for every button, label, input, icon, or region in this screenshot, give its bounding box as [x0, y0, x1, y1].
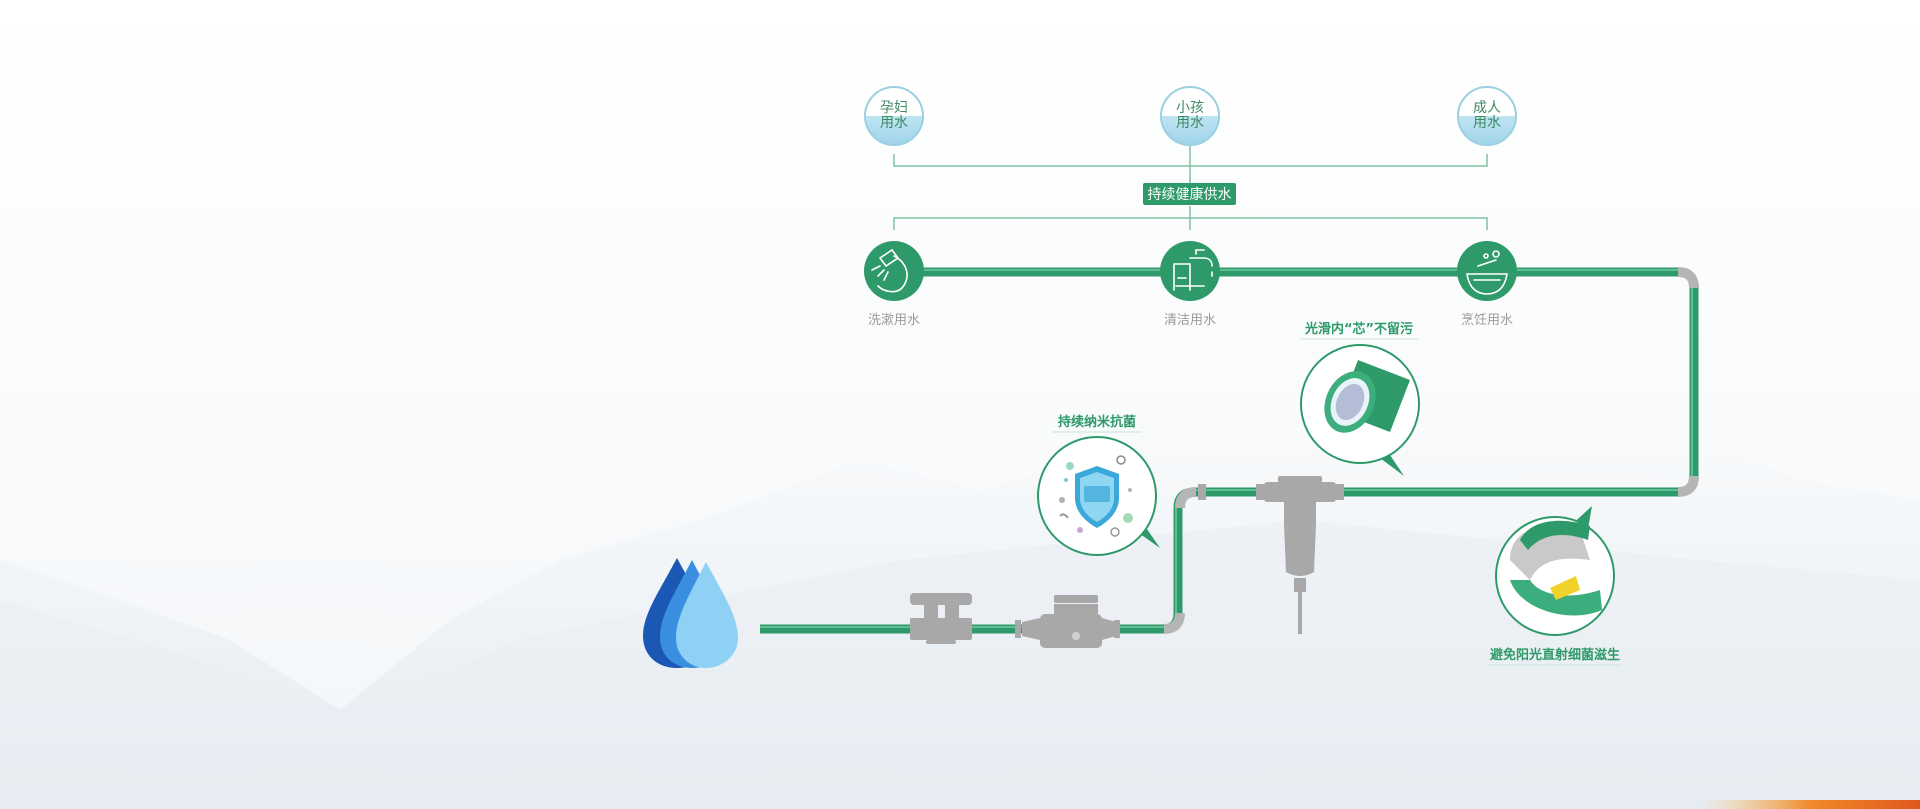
user-circle-child: 小孩 用水	[1160, 86, 1220, 146]
use-circle-washing: 洗漱用水	[864, 241, 924, 328]
use-label: 烹饪用水	[1461, 313, 1513, 328]
cooking-pot-icon	[1466, 250, 1508, 295]
user-label-line1: 孕妇	[880, 99, 908, 116]
user-label-line1: 成人	[1473, 100, 1501, 116]
pipe-elbows	[1163, 267, 1699, 634]
pipe-coupling	[1198, 484, 1344, 500]
water-meter-icon	[1015, 595, 1120, 648]
bacteria-icons	[1059, 455, 1133, 537]
use-circle-cooking: 烹饪用水	[1457, 241, 1517, 328]
antibacterial-callout: 持续纳米抗菌	[1037, 414, 1160, 556]
use-label: 清洁用水	[1164, 313, 1216, 328]
sunlight-label: 避免阳光直射细菌滋生	[1490, 647, 1620, 663]
smooth-core-label: 光滑内“芯”不留污	[1304, 321, 1413, 337]
mountain-background-front	[0, 520, 1920, 809]
user-label-line1: 小孩	[1176, 100, 1204, 116]
shower-icon	[871, 248, 908, 293]
bracket-lines	[893, 146, 1488, 230]
antibacterial-label: 持续纳米抗菌	[1058, 414, 1136, 430]
user-circle-adult: 成人 用水	[1457, 86, 1517, 146]
use-label: 洗漱用水	[868, 313, 920, 328]
faucet-icon	[1173, 249, 1213, 291]
user-circle-pregnant: 孕妇 用水	[864, 86, 924, 146]
center-label-text: 持续健康供水	[1148, 186, 1232, 203]
ball-valve-icon	[910, 593, 972, 644]
shield-icon	[1075, 466, 1119, 528]
pre-filter-icon	[1264, 476, 1336, 634]
user-label-line2: 用水	[1473, 115, 1501, 131]
user-label-line2: 用水	[880, 115, 908, 131]
center-label: 持续健康供水	[1143, 183, 1236, 205]
sunlight-callout: 避免阳光直射细菌滋生	[1488, 506, 1622, 666]
smooth-core-callout: 光滑内“芯”不留污	[1300, 321, 1420, 476]
use-circle-cleaning: 清洁用水	[1160, 241, 1220, 328]
pipe-layers-icon	[1510, 520, 1602, 616]
water-drop-icon	[643, 558, 738, 668]
user-label-line2: 用水	[1176, 115, 1204, 131]
decorative-fire-strip	[1700, 800, 1920, 809]
pipe-cross-section-icon	[1324, 360, 1410, 433]
